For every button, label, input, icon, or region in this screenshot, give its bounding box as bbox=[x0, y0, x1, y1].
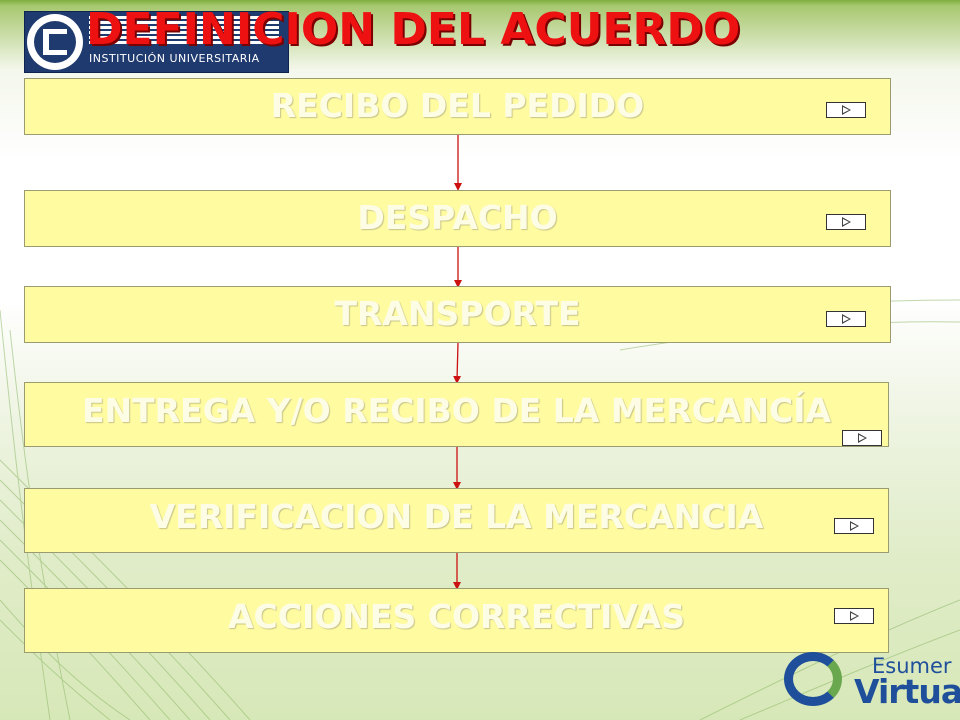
play-icon[interactable] bbox=[842, 430, 882, 446]
virtual-logo-line2: Virtual bbox=[854, 672, 960, 711]
virtual-e-icon bbox=[784, 652, 842, 706]
step-verificacion: VERIFICACION DE LA MERCANCIA bbox=[24, 488, 889, 553]
esumer-emblem-icon bbox=[27, 14, 83, 70]
page-title: DEFINICION DEL ACUERDO bbox=[86, 4, 741, 55]
esumer-virtual-logo: Esumer Virtual bbox=[780, 648, 960, 712]
step-recibo-del-pedido: RECIBO DEL PEDIDO bbox=[24, 78, 891, 135]
virtual-logo-line1: Esumer bbox=[872, 654, 952, 678]
step-label: RECIBO DEL PEDIDO bbox=[270, 86, 645, 125]
esumer-logo: INSTITUCIÓN UNIVERSITARIA bbox=[24, 11, 289, 73]
play-icon[interactable] bbox=[834, 518, 874, 534]
step-label: DESPACHO bbox=[357, 198, 558, 237]
step-entrega-recibo: ENTREGA Y/O RECIBO DE LA MERCANCÍA bbox=[24, 382, 889, 447]
logo-subtitle: INSTITUCIÓN UNIVERSITARIA bbox=[89, 52, 260, 65]
play-icon[interactable] bbox=[826, 102, 866, 118]
step-despacho: DESPACHO bbox=[24, 190, 891, 247]
play-icon[interactable] bbox=[826, 311, 866, 327]
step-label: VERIFICACION DE LA MERCANCIA bbox=[149, 497, 764, 536]
step-label: ACCIONES CORRECTIVAS bbox=[228, 597, 685, 636]
step-acciones-correctivas: ACCIONES CORRECTIVAS bbox=[24, 588, 889, 653]
play-icon[interactable] bbox=[826, 214, 866, 230]
step-transporte: TRANSPORTE bbox=[24, 286, 891, 343]
step-label: ENTREGA Y/O RECIBO DE LA MERCANCÍA bbox=[81, 391, 832, 430]
step-label: TRANSPORTE bbox=[334, 294, 581, 333]
play-icon[interactable] bbox=[834, 608, 874, 624]
esumer-wordmark bbox=[89, 16, 279, 44]
